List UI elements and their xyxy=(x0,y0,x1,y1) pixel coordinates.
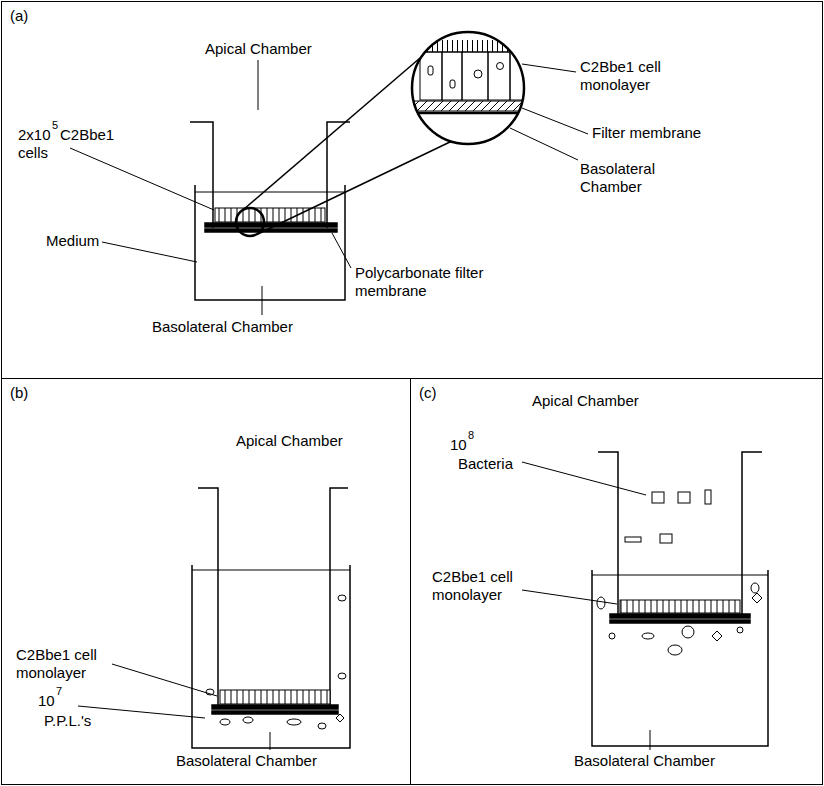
figure-panel: (a) xyxy=(1,1,823,379)
part-label: 2x10 xyxy=(18,126,51,144)
part-label: Basolateral Chamber xyxy=(152,318,293,336)
part-label: cells xyxy=(18,144,48,162)
part-label: 10 xyxy=(38,692,55,710)
part-label: Polycarbonate filter membrane xyxy=(355,264,485,300)
part-label: Medium xyxy=(46,232,99,250)
superscript: 8 xyxy=(468,429,474,442)
part-label: Basolateral Chamber xyxy=(176,752,317,770)
part-label: C2Bbe1 cell monolayer xyxy=(16,646,116,682)
superscript: 7 xyxy=(56,685,62,698)
part-label: Apical Chamber xyxy=(236,432,343,450)
part-label: Filter membrane xyxy=(592,124,701,142)
part-label: C2Bbe1 cell monolayer xyxy=(432,568,532,604)
part-label: C2Bbe1 cell monolayer xyxy=(580,58,690,94)
part-label: Apical Chamber xyxy=(205,40,312,58)
part-label: Bacteria xyxy=(458,455,513,473)
part-label: C2Bbe1 xyxy=(60,126,114,144)
panel-letter: (b) xyxy=(10,384,28,401)
panel-letter: (c) xyxy=(419,384,437,401)
part-label: Basolateral Chamber xyxy=(574,752,715,770)
part-label: Basolateral Chamber xyxy=(580,160,680,196)
part-label: Apical Chamber xyxy=(532,392,639,410)
part-label: P.P.L.'s xyxy=(44,712,91,730)
panel-letter: (a) xyxy=(10,7,28,24)
part-label: 10 xyxy=(450,436,467,454)
superscript: 5 xyxy=(52,119,58,132)
